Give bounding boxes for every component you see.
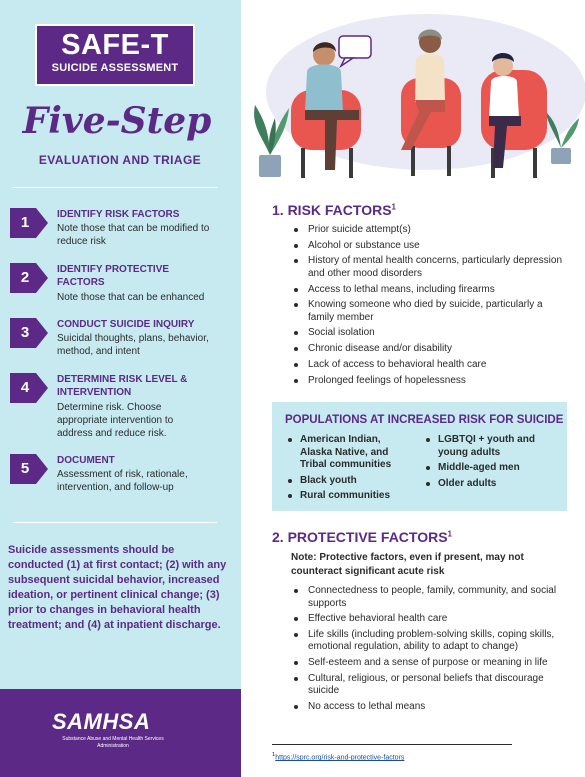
list-item: Effective behavioral health care xyxy=(291,613,566,626)
footnote-marker: 1 xyxy=(272,752,276,758)
protective-factors-heading: 2. PROTECTIVE FACTORS1 xyxy=(272,529,452,545)
list-item: Alcohol or substance use xyxy=(291,240,566,253)
risk-factors-title: 1. RISK FACTORS xyxy=(272,202,392,218)
step-number: 1 xyxy=(20,214,30,231)
list-item: Lack of access to behavioral health care xyxy=(291,359,566,372)
footnote: 1https://sprc.org/risk-and-protective-fa… xyxy=(272,752,404,761)
step-description: Note those that can be enhanced xyxy=(57,292,205,303)
step-number: 3 xyxy=(20,324,30,341)
footnote-divider xyxy=(272,744,512,745)
risk-factors-list: Prior suicide attempt(s) Alcohol or subs… xyxy=(291,224,566,390)
list-item: No access to lethal means xyxy=(291,701,566,714)
list-item: Knowing someone who died by suicide, par… xyxy=(291,299,566,324)
divider xyxy=(13,187,217,188)
list-item: Middle-aged men xyxy=(424,462,564,475)
list-item: Older adults xyxy=(424,478,564,491)
sidebar: SAFE-T SUICIDE ASSESSMENT Five-Step EVAL… xyxy=(0,0,241,777)
list-item: Prior suicide attempt(s) xyxy=(291,224,566,237)
footnote-marker: 1 xyxy=(391,202,396,212)
list-item: Social isolation xyxy=(291,327,566,340)
divider xyxy=(13,522,217,523)
footnote-marker: 1 xyxy=(447,529,452,539)
step-description: Suicidal thoughts, plans, behavior, meth… xyxy=(57,333,209,357)
safe-t-logo: SAFE-T SUICIDE ASSESSMENT xyxy=(35,24,195,86)
step-title: DETERMINE RISK LEVEL & INTERVENTION xyxy=(57,374,188,398)
list-item: LGBTQI + youth and young adults xyxy=(424,434,564,459)
step-title: IDENTIFY RISK FACTORS xyxy=(57,209,180,220)
list-item: Rural communities xyxy=(286,490,401,503)
step-description: Determine risk. Choose appropriate inter… xyxy=(57,402,174,439)
list-item: Cultural, religious, or personal beliefs… xyxy=(291,673,566,698)
arrow-badge-icon: 2 xyxy=(10,263,48,293)
footer: SAMHSA Substance Abuse and Mental Health… xyxy=(0,689,241,777)
populations-box: POPULATIONS AT INCREASED RISK FOR SUICID… xyxy=(272,402,567,511)
populations-right-list: LGBTQI + youth and young adults Middle-a… xyxy=(424,434,564,493)
populations-left-list: American Indian, Alaska Native, and Trib… xyxy=(286,434,401,506)
samhsa-subtitle: Substance Abuse and Mental Health Servic… xyxy=(62,736,164,749)
list-item: Self-esteem and a sense of purpose or me… xyxy=(291,657,566,670)
step-number: 5 xyxy=(20,460,30,477)
populations-title: POPULATIONS AT INCREASED RISK FOR SUICID… xyxy=(285,414,564,426)
list-item: Access to lethal means, including firear… xyxy=(291,284,566,297)
list-item: Connectedness to people, family, communi… xyxy=(291,585,566,610)
step-title: IDENTIFY PROTECTIVE FACTORS xyxy=(57,264,170,288)
footnote-link[interactable]: https://sprc.org/risk-and-protective-fac… xyxy=(275,754,405,762)
logo-title: SAFE-T xyxy=(61,29,169,61)
list-item: American Indian, Alaska Native, and Trib… xyxy=(286,434,401,472)
protective-factors-title: 2. PROTECTIVE FACTORS xyxy=(272,529,448,545)
step-number: 4 xyxy=(20,379,30,396)
headline: Five-Step xyxy=(22,100,212,142)
logo-subtitle: SUICIDE ASSESSMENT xyxy=(51,62,179,74)
list-item: Prolonged feelings of hopelessness xyxy=(291,375,566,388)
step-number: 2 xyxy=(20,269,30,286)
counseling-illustration xyxy=(241,0,585,190)
samhsa-logo: SAMHSA xyxy=(52,709,151,734)
risk-factors-heading: 1. RISK FACTORS1 xyxy=(272,202,396,218)
list-item: Black youth xyxy=(286,475,401,488)
step-description: Note those that can be modified to reduc… xyxy=(57,223,210,247)
protective-factors-list: Connectedness to people, family, communi… xyxy=(291,585,566,717)
protective-factors-note: Note: Protective factors, even if presen… xyxy=(291,552,524,577)
arrow-badge-icon: 1 xyxy=(10,208,48,238)
arrow-badge-icon: 5 xyxy=(10,454,48,484)
step-title: DOCUMENT xyxy=(57,455,115,466)
arrow-badge-icon: 4 xyxy=(10,373,48,403)
list-item: History of mental health concerns, parti… xyxy=(291,255,566,280)
step-title: CONDUCT SUICIDE INQUIRY xyxy=(57,319,195,330)
subheadline: EVALUATION AND TRIAGE xyxy=(38,153,202,167)
assessment-note: Suicide assessments should be conducted … xyxy=(8,544,227,631)
step-description: Assessment of risk, rationale, intervent… xyxy=(57,469,188,493)
list-item: Life skills (including problem-solving s… xyxy=(291,629,566,654)
arrow-badge-icon: 3 xyxy=(10,318,48,348)
list-item: Chronic disease and/or disability xyxy=(291,343,566,356)
